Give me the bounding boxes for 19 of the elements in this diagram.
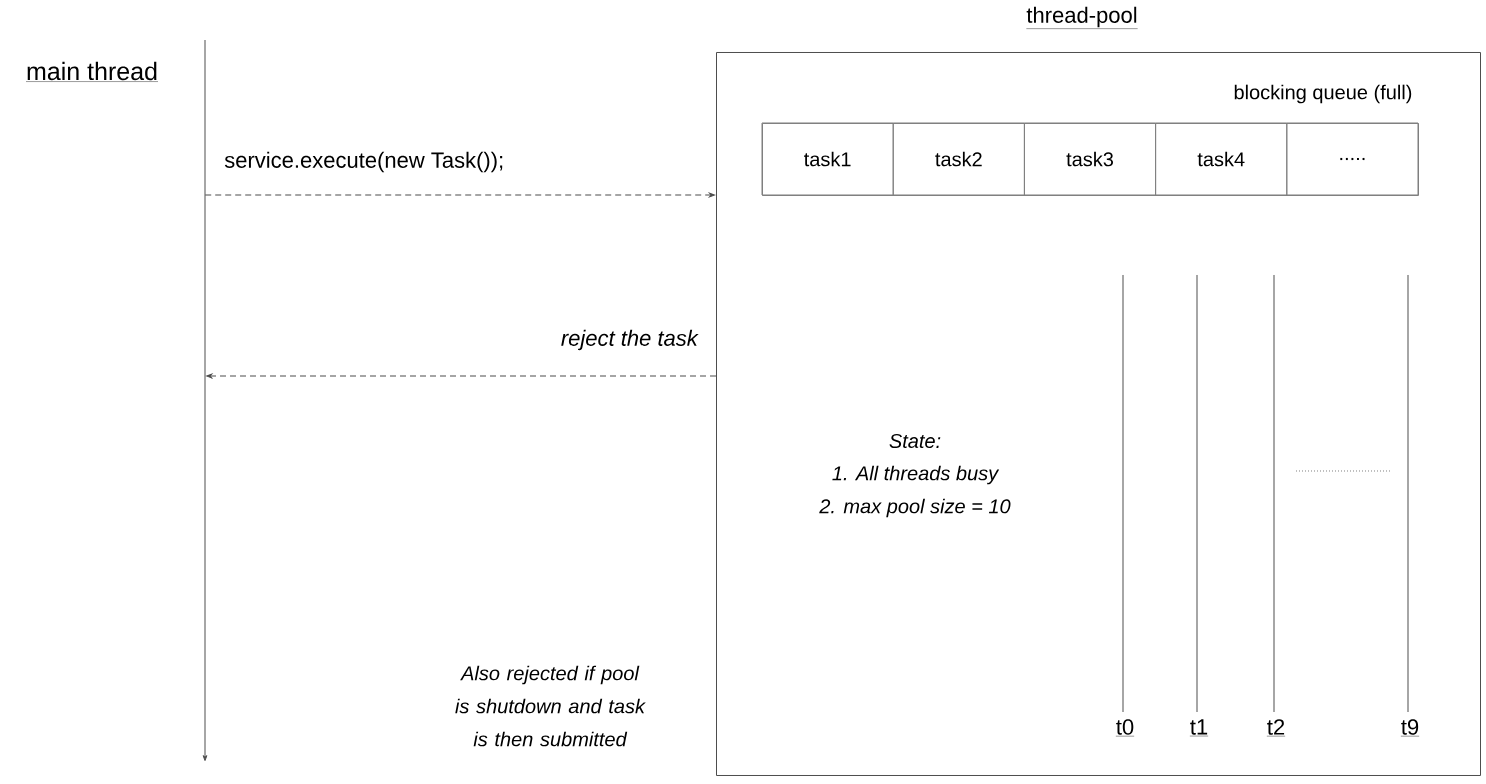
thread-line: t2 <box>1266 274 1286 737</box>
queue-cell: task2 <box>892 122 1025 196</box>
queue-cell: ..... <box>1286 122 1419 196</box>
queue-cell: task1 <box>761 122 894 196</box>
queue-cell: task4 <box>1155 122 1288 196</box>
thread-line: t9 <box>1400 274 1420 737</box>
note: 2. max pool size = 10 <box>819 498 1011 518</box>
node-label: main thread <box>27 61 157 81</box>
thread-line: t1 <box>1189 274 1209 737</box>
edge-label: reject the task <box>558 327 700 353</box>
thread-line: t0 <box>1115 274 1135 737</box>
node-label: thread-pool <box>1026 6 1137 28</box>
queue-cell: task3 <box>1023 122 1157 196</box>
note: State: <box>889 433 941 449</box>
note: Also rejected if pool is shutdown and task is then submitted <box>455 665 646 747</box>
node-label: blocking queue (full) <box>1234 84 1412 104</box>
edge-label: service.execute(new Task()); <box>222 149 507 175</box>
note: 1. All threads busy <box>832 465 1000 485</box>
lifeline: main thread <box>25 39 208 762</box>
